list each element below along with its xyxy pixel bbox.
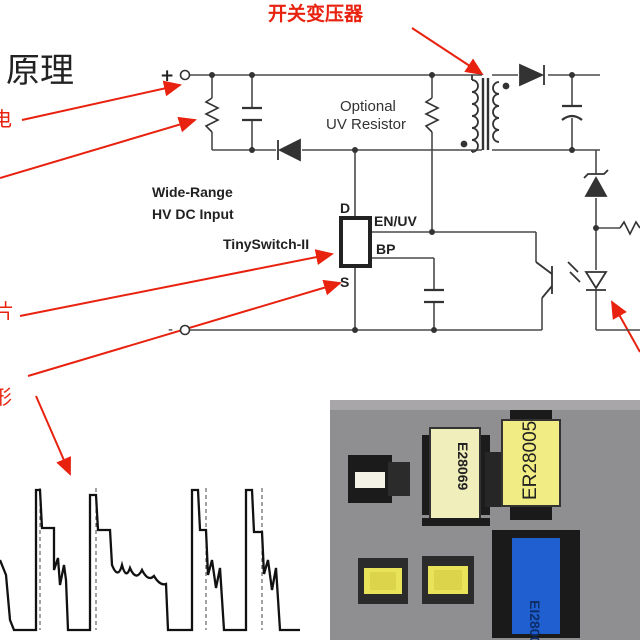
small-transformer-yellow-1 bbox=[358, 558, 408, 604]
arrow-to-ic bbox=[19, 249, 334, 317]
minus-terminal bbox=[179, 324, 191, 336]
opto-led bbox=[567, 261, 608, 291]
annotation-arrows bbox=[0, 27, 640, 476]
label-e28069: E28069 bbox=[455, 442, 471, 490]
zener-diode bbox=[583, 169, 609, 197]
pin-en-label: EN/UV bbox=[374, 213, 417, 229]
label-ei28002: EI28002 bbox=[527, 600, 543, 640]
small-transformer-yellow-2 bbox=[422, 556, 474, 604]
drain-waveform bbox=[0, 488, 300, 632]
output-diode bbox=[519, 63, 545, 87]
minus-terminal-label: - bbox=[168, 322, 173, 338]
left-fragment-mid: 片 bbox=[0, 299, 14, 323]
transformer-annotation: 开关变压器 bbox=[268, 2, 364, 25]
plus-terminal bbox=[179, 69, 191, 81]
pin-d-label: D bbox=[340, 200, 350, 216]
input-range-label: Wide-Range bbox=[152, 184, 233, 200]
tinyswitch-ic bbox=[339, 216, 372, 268]
arrow-to-optocoupler bbox=[611, 300, 640, 353]
transformer-ei28002: EI28002 bbox=[492, 530, 580, 640]
bypass-capacitor bbox=[424, 288, 444, 304]
schematic-wires bbox=[190, 74, 640, 331]
feedback-resistor bbox=[619, 220, 640, 236]
slide-title: 原理 bbox=[6, 51, 74, 91]
arrow-to-transformer bbox=[411, 27, 484, 76]
clamp-diode bbox=[277, 138, 301, 162]
opto-transistor bbox=[535, 261, 553, 299]
transformer-er28005: ER28005 bbox=[501, 410, 561, 520]
input-type-label: HV DC Input bbox=[152, 206, 234, 222]
optional-label-line2: UV Resistor bbox=[326, 116, 406, 133]
waveform-trace bbox=[0, 488, 300, 632]
small-transformer-1 bbox=[348, 455, 410, 503]
arrow-to-clamp-resistor bbox=[0, 116, 197, 179]
pin-s-label: S bbox=[340, 274, 349, 290]
clamp-resistor bbox=[204, 97, 220, 133]
arrow-to-waveform bbox=[35, 395, 71, 476]
transformer-photo: E28069 ER28005 EI28002 bbox=[330, 400, 640, 640]
label-er28005: ER28005 bbox=[520, 421, 541, 500]
left-fragment-top: 电 bbox=[0, 107, 12, 131]
pin-bp-label: BP bbox=[376, 241, 395, 257]
arrow-to-input-terminal bbox=[21, 80, 182, 121]
ic-body bbox=[339, 216, 372, 268]
transformer-symbol bbox=[460, 75, 510, 153]
clamp-capacitor bbox=[242, 106, 262, 122]
uv-resistor bbox=[424, 97, 440, 133]
input-terminals: + - bbox=[160, 66, 191, 338]
junction-dots bbox=[209, 72, 599, 333]
ic-name-label: TinySwitch-II bbox=[223, 236, 309, 252]
output-capacitor bbox=[561, 104, 583, 121]
plus-terminal-label: + bbox=[160, 66, 174, 86]
left-fragment-low: 形 bbox=[0, 385, 12, 409]
optional-label-line1: Optional bbox=[340, 98, 396, 115]
transformer-e28069: E28069 bbox=[422, 427, 490, 526]
